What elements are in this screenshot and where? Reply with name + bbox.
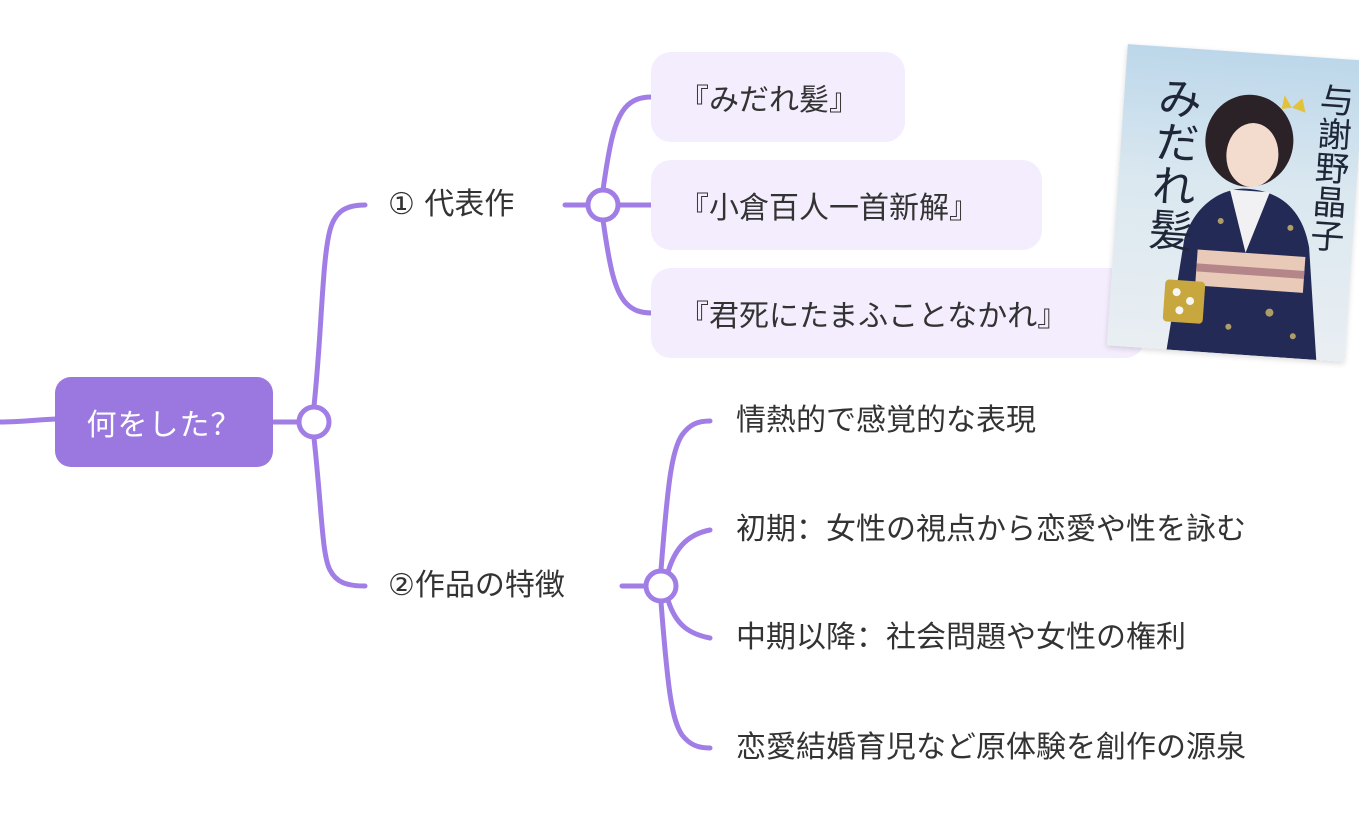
branch-daihyosaku[interactable]: ① 代表作: [388, 187, 515, 222]
branch-tokucho[interactable]: ②作品の特徴: [388, 568, 565, 603]
leaf-shoki[interactable]: 初期：女性の視点から恋愛や性を詠む: [736, 512, 1246, 547]
pill-midaregami[interactable]: 『みだれ髪』: [651, 52, 905, 142]
leaf-chuki[interactable]: 中期以降：社会問題や女性の権利: [736, 620, 1186, 655]
junction-daihyosaku[interactable]: [585, 187, 621, 223]
leaf-jonetsu[interactable]: 情熱的で感覚的な表現: [736, 403, 1036, 438]
connector-leaf-4: [658, 599, 713, 751]
connector-leaf-2: [665, 527, 713, 575]
book-cover-image: みだれ髪 与謝野晶子: [1106, 44, 1359, 362]
pill-kimi-shini-label: 『君死にたまふことなかれ』: [679, 299, 1068, 334]
root-node-label: 何をした？: [86, 408, 242, 443]
pill-ogura-hyakunin[interactable]: 『小倉百人一首新解』: [651, 160, 1042, 250]
connector-leaf-3: [665, 597, 713, 641]
connector-pill-3: [600, 217, 655, 316]
connector-root-incoming: [0, 416, 59, 425]
connector-branch-tokucho: [311, 435, 368, 589]
junction-root[interactable]: [296, 404, 332, 440]
pill-midaregami-label: 『みだれ髪』: [679, 83, 859, 118]
connector-branch-daihyosaku: [311, 202, 368, 409]
root-node[interactable]: 何をした？: [55, 377, 273, 467]
cover-illustration: [1162, 94, 1317, 360]
connector-pill-1: [600, 94, 655, 193]
leaf-genkeiken[interactable]: 恋愛結婚育児など原体験を創作の源泉: [736, 730, 1246, 765]
junction-tokucho[interactable]: [643, 568, 679, 604]
pill-kimi-shini[interactable]: 『君死にたまふことなかれ』: [651, 268, 1145, 358]
connector-leaf-1: [658, 418, 713, 573]
pill-ogura-hyakunin-label: 『小倉百人一首新解』: [679, 191, 979, 226]
